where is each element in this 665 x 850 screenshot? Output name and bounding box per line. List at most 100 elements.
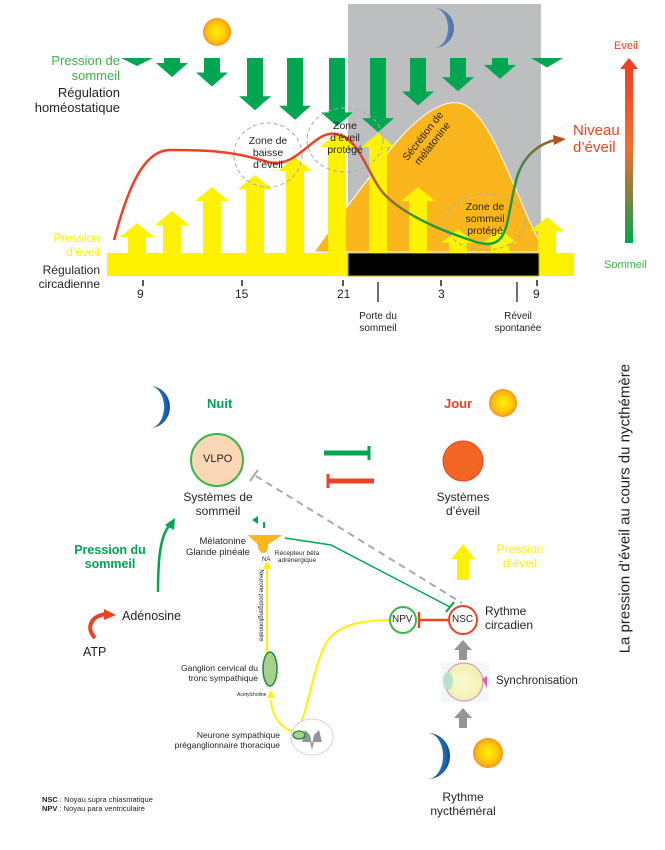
melatonin-line: Mélatonine <box>199 536 246 547</box>
sleep-pressure-arrow-6 <box>362 58 394 133</box>
nsc-vlpo-dashed-link <box>255 475 463 604</box>
sleep-pressure-bottom-line2: sommeil <box>84 557 136 572</box>
atp-label: ATP <box>83 645 107 659</box>
receptor-label: Récepteur bêta adrénergique <box>272 550 322 565</box>
sleep-pressure-bottom-label: Pression du sommeil <box>70 543 150 572</box>
npv-label: NPV <box>392 614 413 625</box>
sleep-pressure-arrow-0 <box>121 58 153 66</box>
wake-pressure-arrow-0 <box>120 223 154 253</box>
zone-sleep-protected-label: Zone de sommeil protégé <box>455 201 515 237</box>
melatonin-arrowhead <box>252 516 258 524</box>
wake-pressure-arrow-9 <box>483 229 517 253</box>
preganglionic-line1: Neurone sympathique <box>196 730 280 740</box>
legend-text-nsc: : Noyau supra chiasmatique <box>57 795 153 804</box>
legend-abbr-npv: NPV <box>42 803 58 813</box>
circadian-rhythm-label: Rythme circadien <box>485 604 534 633</box>
sun-icon <box>203 18 231 46</box>
wake-pressure-bottom-label: Pression d’éveil <box>492 542 548 571</box>
zone-wake-protected-line2: d’éveil <box>330 132 360 145</box>
tick-label-15: 15 <box>235 287 249 301</box>
wake-systems-line1: Systèmes <box>436 490 490 504</box>
ganglion-line2: tronc sympathique <box>188 672 258 683</box>
wake-pressure-label: Pression d’éveil <box>20 231 100 260</box>
sleep-pressure-label-line1: Pression de <box>51 53 120 68</box>
nycthemeral-line2: nycthéméral <box>430 803 496 818</box>
sleep-systems-line2: sommeil <box>195 503 241 518</box>
sleep-pressure-arrows <box>121 58 563 133</box>
zone-wake-protected-circle <box>306 107 384 173</box>
wake-pressure-arrows <box>120 133 564 253</box>
night-bar <box>347 252 540 277</box>
vlpo-inhibition-tick <box>249 469 259 482</box>
wake-pressure-arrow-5 <box>320 133 354 253</box>
wake-pressure-arrow-4 <box>278 157 312 253</box>
zone-decrease-line2: baisse <box>252 147 284 160</box>
tick-label-9-start: 9 <box>137 287 144 301</box>
synchronisation-label: Synchronisation <box>496 675 578 687</box>
legend-text-npv: : Noyau para ventriculaire <box>57 803 145 813</box>
scale-bottom-label: Sommeil <box>604 259 647 271</box>
zone-wake-protected-label: Zone d’éveil protégé <box>320 120 370 156</box>
zone-decrease-label: Zone de baisse d’éveil <box>238 135 298 171</box>
sleep-pressure-arrow-8 <box>442 58 474 92</box>
sync-to-nsc-arrow <box>454 640 472 660</box>
day-sun-icon <box>489 389 517 417</box>
circadian-label-line2: circadienne <box>38 276 100 291</box>
adenosine-label: Adénosine <box>122 609 182 623</box>
legend-abbr-nsc: NSC <box>42 795 58 804</box>
homeostatic-label-line2: homéostatique <box>34 99 120 115</box>
alertness-level-line2: d’éveil <box>573 139 616 157</box>
spontaneous-wake-label: Réveil spontanée <box>490 311 546 334</box>
mutual-inhibition <box>324 446 374 488</box>
alertness-curve <box>112 132 556 246</box>
sleep-systems-line1: Systèmes de <box>183 490 253 504</box>
melatonin-nsc-link <box>284 537 451 608</box>
wake-pressure-label-line1: Pression <box>53 231 100 245</box>
pineal-gland-icon <box>248 535 282 553</box>
nycthemeral-label: Rythme nycthéméral <box>430 790 496 819</box>
spontaneous-wake-line2: spontanée <box>494 322 542 334</box>
wake-pressure-arrow-3 <box>238 175 272 253</box>
day-label: Jour <box>444 396 473 411</box>
zone-sleep-protected-line1: Zone de <box>465 201 505 213</box>
homeostatic-regulation-label: Régulation homéostatique <box>10 85 120 116</box>
wake-systems-node <box>442 440 484 482</box>
wake-pressure-arrow-2 <box>195 187 229 253</box>
preganglionic-label: Neurone sympathique préganglionnaire tho… <box>170 730 280 751</box>
sleep-pressure-arrow-2 <box>196 58 228 87</box>
pineal-gland-line: Glande pinéale <box>186 546 250 558</box>
sleep-pressure-label: Pression de sommeil <box>30 53 120 84</box>
receptor-line1: Récepteur bêta <box>274 550 320 557</box>
tick-label-3: 3 <box>438 287 445 301</box>
tick-label-21: 21 <box>337 287 351 301</box>
sleep-pressure-arrow-9 <box>484 58 516 79</box>
na-arrowhead <box>263 561 271 569</box>
alertness-scale-arrowhead <box>620 58 638 69</box>
spontaneous-wake-line1: Réveil <box>504 311 532 322</box>
sleep-pressure-arrow-4 <box>279 58 311 120</box>
nycthemeral-to-sync-arrow <box>454 708 472 728</box>
homeostatic-label-line1: Régulation <box>57 85 120 100</box>
sleep-pressure-arrow-7 <box>402 58 434 106</box>
circadian-rhythm-line2: circadien <box>485 617 534 632</box>
zone-sleep-protected-line3: protégé <box>467 225 503 238</box>
na-label: NA <box>262 557 271 563</box>
sleep-pressure-arrowhead <box>165 518 175 530</box>
zone-wake-protected-line1: Zone <box>333 120 357 132</box>
sleep-pressure-arrow-1 <box>156 58 188 77</box>
alertness-level-label: Niveau d’éveil <box>573 122 620 157</box>
circadian-regulation-label: Régulation circadienne <box>10 263 100 292</box>
postganglionic-label: Neurone postganglionnaire <box>257 569 264 642</box>
ganglion-line1: Ganglion cervical du <box>180 663 258 673</box>
circadian-label-line1: Régulation <box>42 263 100 277</box>
sleep-pressure-arrow <box>156 524 171 593</box>
atp-arrowhead <box>104 609 116 620</box>
nsc-label: NSC <box>452 614 474 625</box>
alertness-scale-bar <box>625 68 633 243</box>
zone-wake-protected-line3: protégé <box>327 144 363 157</box>
alertness-level-line1: Niveau <box>573 122 620 139</box>
alertness-curve-arrowhead <box>553 135 566 145</box>
circadian-rhythm-line1: Rythme <box>485 604 527 618</box>
wake-pressure-bottom-line1: Pression <box>496 542 544 556</box>
